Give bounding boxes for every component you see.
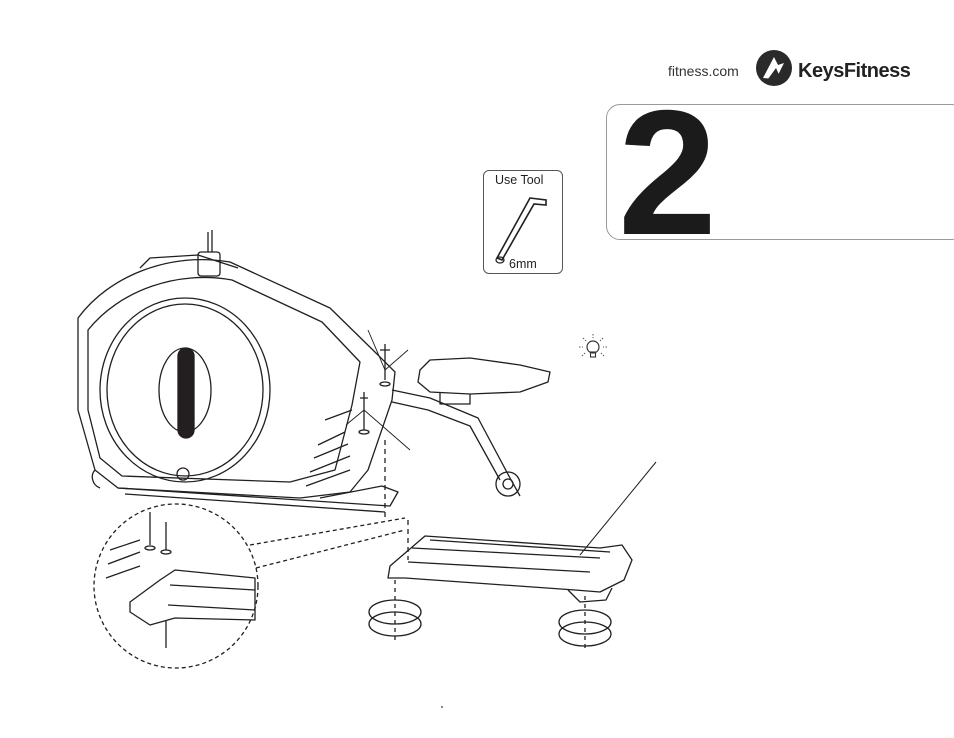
rear-stabilizer [388, 536, 632, 592]
seat [418, 358, 550, 394]
page-mark [441, 706, 443, 708]
machine-housing [78, 260, 395, 498]
